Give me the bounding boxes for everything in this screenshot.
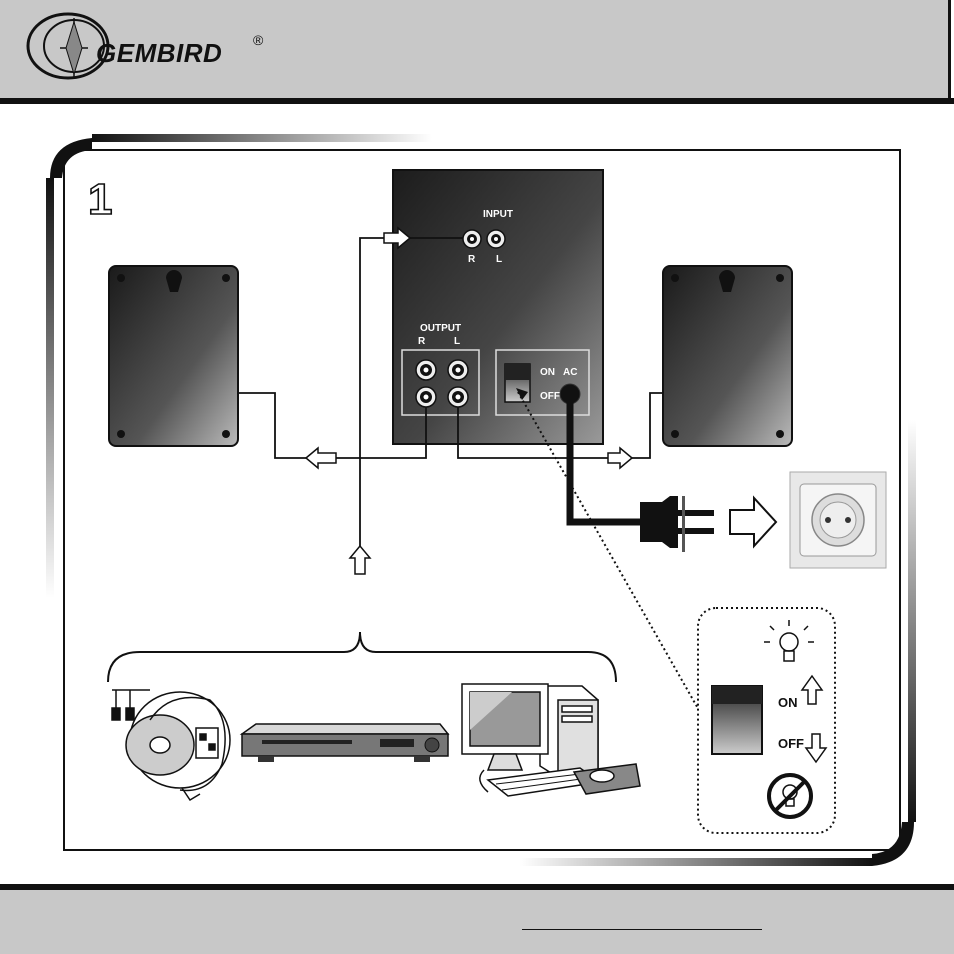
switch-detail-callout: ON OFF xyxy=(698,608,835,833)
speaker-left xyxy=(109,266,238,446)
input-label: INPUT xyxy=(483,209,513,220)
power-plug-icon xyxy=(640,496,678,548)
detail-off-label: OFF xyxy=(778,736,804,751)
speaker-right xyxy=(663,266,792,446)
arrow-up-source-icon xyxy=(350,546,370,574)
output-label: OUTPUT xyxy=(420,323,461,334)
footer-bar xyxy=(0,890,954,954)
input-l-label: L xyxy=(496,254,502,265)
sources-brace xyxy=(108,632,616,682)
arrow-to-socket-icon xyxy=(730,498,776,546)
bulb-off-icon xyxy=(769,775,811,817)
step-number: 1 xyxy=(88,175,112,224)
arrow-right-speaker-icon xyxy=(608,448,632,468)
switch-off-label: OFF xyxy=(540,391,560,402)
ac-label: AC xyxy=(563,367,577,378)
output-l-label: L xyxy=(454,336,460,347)
detail-on-label: ON xyxy=(778,695,798,710)
switch-on-label: ON xyxy=(540,367,555,378)
cd-player-icon xyxy=(112,690,230,800)
computer-icon xyxy=(462,684,640,796)
arrow-left-speaker-icon xyxy=(306,448,336,468)
wall-socket-icon xyxy=(790,472,886,568)
dvd-player-icon xyxy=(242,724,448,762)
footer-underline xyxy=(522,929,762,930)
input-r-label: R xyxy=(468,254,476,265)
output-r-label: R xyxy=(418,336,426,347)
